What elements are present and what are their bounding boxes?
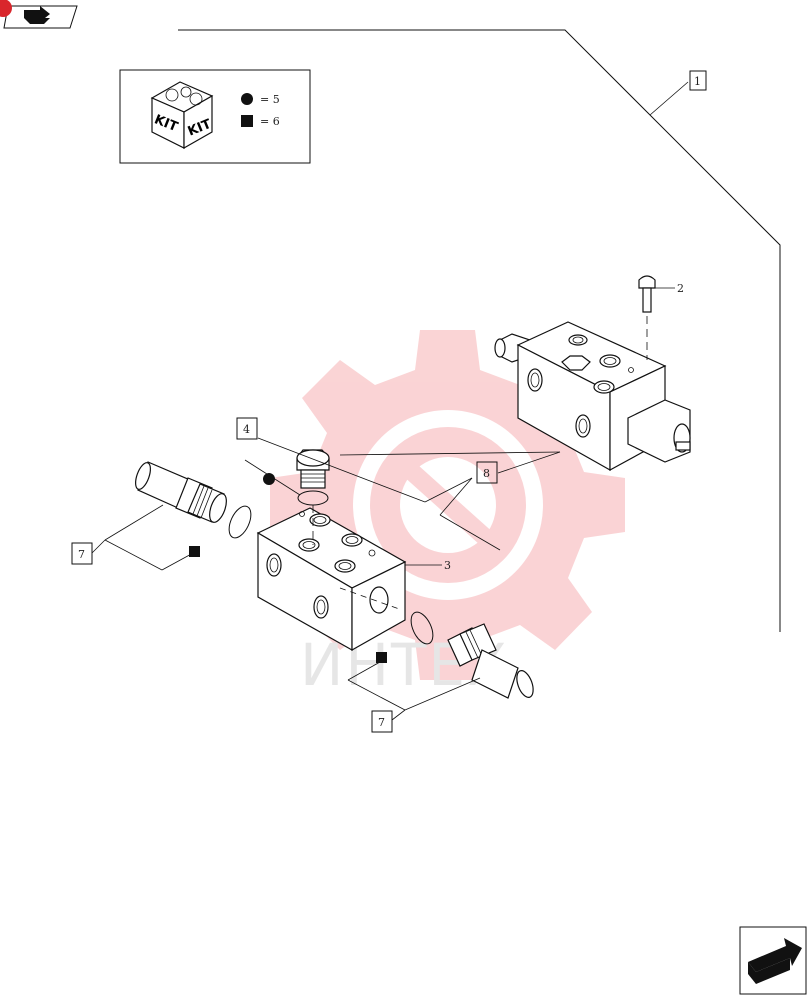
- callout-4[interactable]: 4: [236, 417, 258, 440]
- kit-legend: KIT KIT = 5 = 6: [119, 69, 311, 164]
- seal-square-marker-right: [376, 652, 387, 663]
- callout-3-label: 3: [444, 559, 451, 572]
- seal-circle-marker: [263, 473, 275, 485]
- back-arrow-icon: [24, 6, 50, 24]
- callout-3[interactable]: 3: [444, 559, 451, 572]
- callout-2[interactable]: 2: [677, 282, 684, 295]
- seal-square-marker-left: [189, 546, 200, 557]
- next-nav-button[interactable]: [739, 926, 807, 995]
- valve-block: [494, 321, 691, 472]
- kit-box-icon: KIT KIT: [150, 81, 214, 150]
- callout-2-label: 2: [677, 282, 684, 295]
- callout-1[interactable]: 1: [689, 70, 707, 91]
- callout-7b-label: 7: [378, 716, 385, 729]
- legend-square-text: = 6: [260, 115, 280, 128]
- callout-7a-label: 7: [78, 548, 85, 561]
- cartridge-left: [135, 461, 252, 539]
- callout-7a[interactable]: 7: [71, 542, 93, 565]
- back-nav-button[interactable]: [0, 0, 78, 29]
- legend-circle-icon: [241, 93, 253, 105]
- callout-8-label: 8: [483, 467, 490, 480]
- legend-circle-text: = 5: [260, 93, 280, 106]
- next-arrow-icon: [748, 938, 802, 984]
- bolt-part: [638, 275, 675, 360]
- cartridge-right: [410, 611, 534, 699]
- callout-4-label: 4: [243, 423, 250, 436]
- legend-square-icon: [241, 115, 253, 127]
- callout-1-label: 1: [694, 75, 701, 88]
- assembly-bracket-line: [178, 29, 781, 632]
- callout-7b[interactable]: 7: [371, 710, 393, 733]
- callout-8[interactable]: 8: [476, 461, 498, 484]
- badge-dot: [0, 0, 12, 17]
- manifold-block: [256, 507, 442, 652]
